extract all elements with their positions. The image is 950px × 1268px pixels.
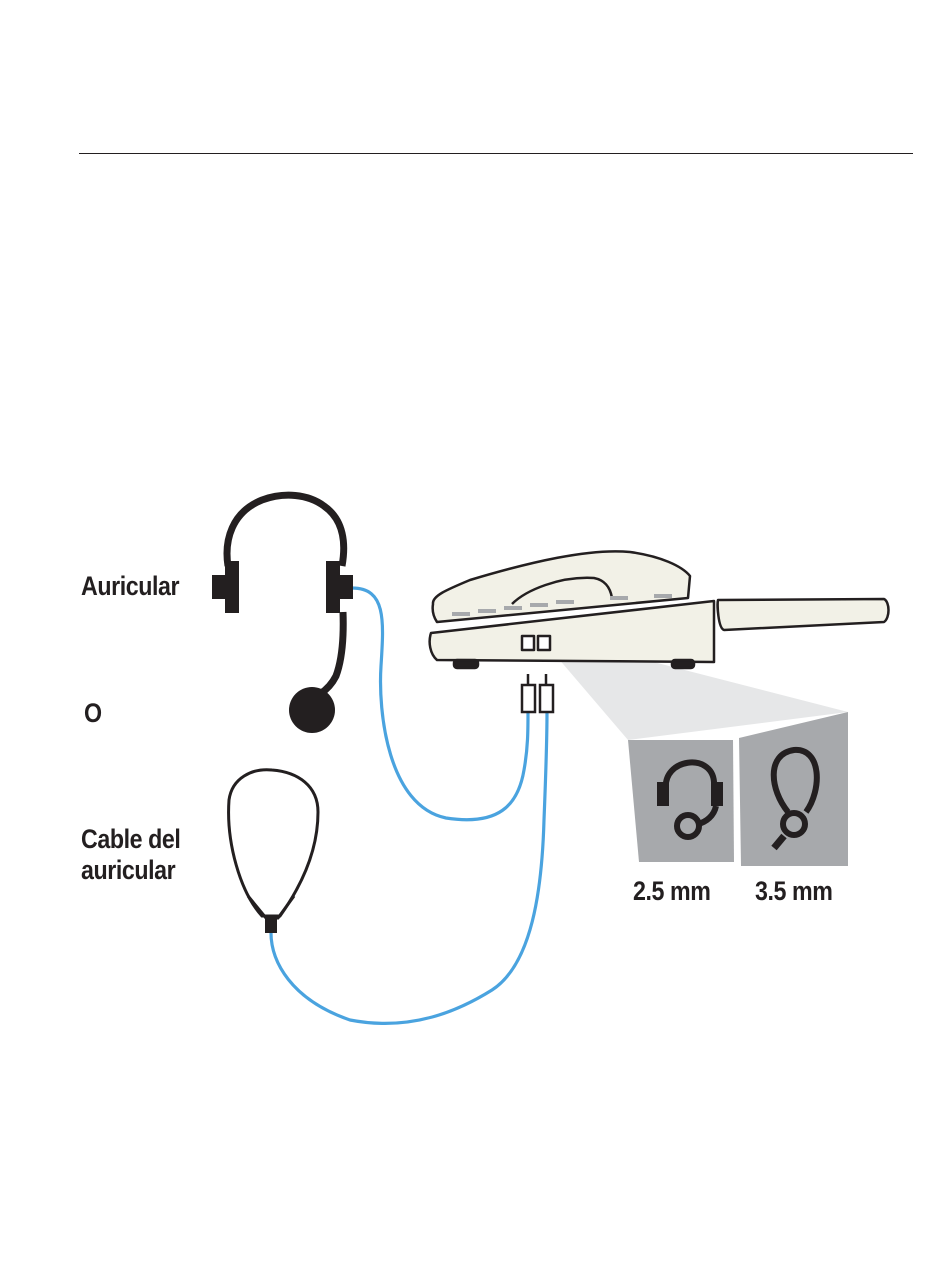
jack-35mm-label: 3.5 mm [755,876,832,907]
headset-label: Auricular [81,571,179,602]
headset-cord-label-line2: auricular [81,855,180,886]
jack-25mm-label: 2.5 mm [633,876,710,907]
headset-cord-label-line1: Cable del [81,824,180,855]
telephone-icon [430,551,889,668]
headset-cord-label: Cable del auricular [81,824,180,886]
headset-icon [212,495,353,733]
cord-cable [271,712,547,1023]
headset-cord-icon [229,770,318,933]
or-label: O [84,698,102,729]
jack-plugs [522,674,553,712]
